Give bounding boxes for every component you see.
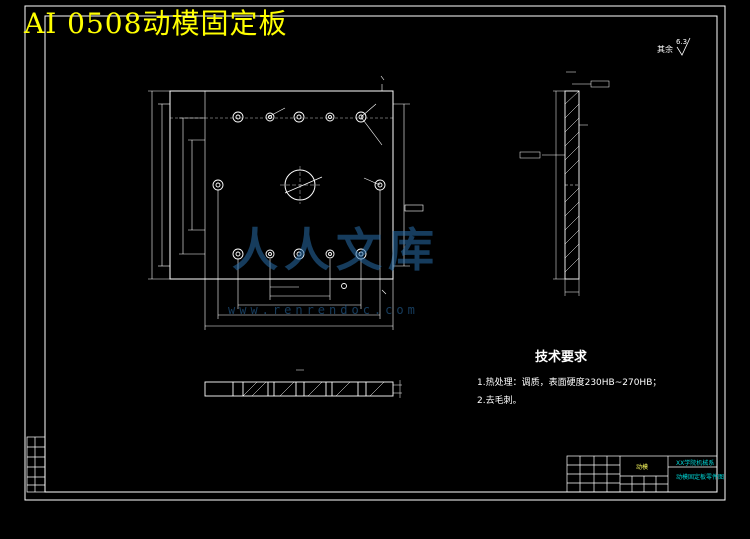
plate-holes bbox=[212, 111, 386, 289]
tech-requirements-heading: 技术要求 bbox=[535, 350, 588, 365]
side-section-view bbox=[519, 71, 610, 296]
roughness-value: 6.3 bbox=[676, 38, 688, 46]
outer-frame bbox=[24, 5, 726, 501]
roughness-note: 其余 bbox=[657, 45, 673, 54]
title-block-part-name: 动模 bbox=[636, 464, 649, 471]
left-info-strip bbox=[26, 436, 46, 493]
bottom-section-view bbox=[204, 369, 402, 398]
title-block-school-line1: XX学院机械系 bbox=[676, 460, 715, 467]
inner-frame bbox=[44, 15, 718, 493]
tech-requirement-2: 2.去毛刺。 bbox=[477, 396, 522, 406]
plate-dimensions bbox=[148, 75, 424, 330]
plate-outline bbox=[169, 90, 394, 280]
tech-requirement-1: 1.热处理：调质，表面硬度230HB~270HB； bbox=[477, 378, 662, 388]
title-block-school-line2: 动模固定板零件图 bbox=[676, 474, 725, 481]
drawing-title: AI 0508动模固定板 bbox=[24, 7, 288, 40]
title-block bbox=[566, 455, 718, 493]
watermark-url: www.renrendoc.com bbox=[228, 303, 419, 317]
roughness-symbol bbox=[676, 37, 691, 56]
watermark-logo-text: 人人文库 bbox=[232, 223, 440, 277]
